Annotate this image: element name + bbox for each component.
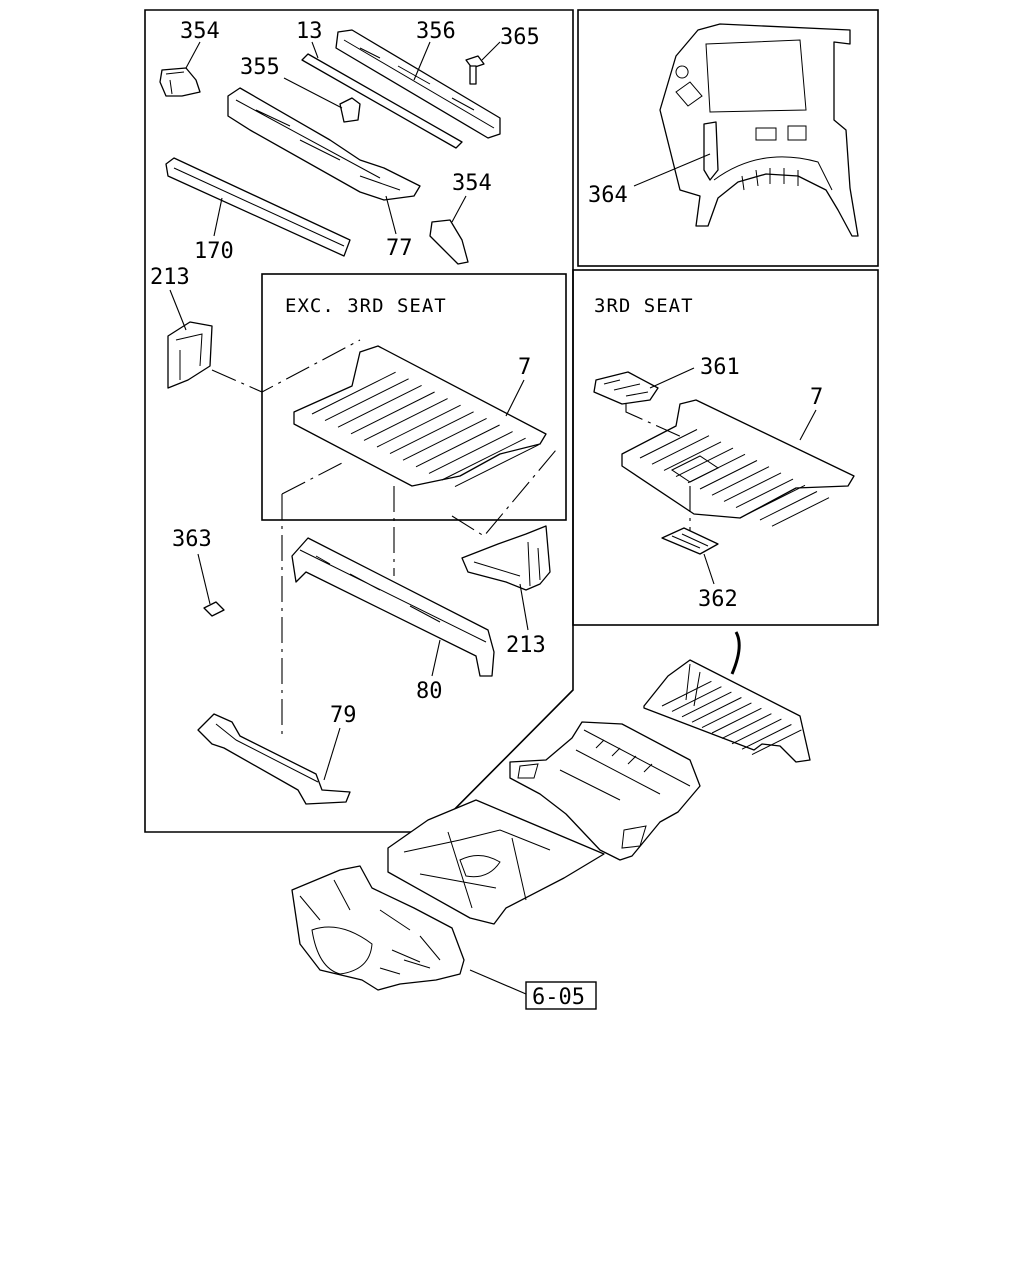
part-365-bolt [465,55,485,85]
callout-354-b: 354 [452,171,492,196]
callout-361: 361 [700,355,740,380]
floor-rib [454,444,539,488]
callout-355: 355 [240,55,280,80]
callout-80: 80 [416,679,443,704]
floor-rib [735,478,794,509]
section-title-3rd-seat: 3RD SEAT [594,295,694,317]
callout-79: 79 [330,703,357,728]
floor-rib [415,424,500,468]
floor-rib [681,691,732,718]
floor-rib [441,437,526,481]
assembly-line-1 [211,339,361,393]
part-79-crossmember [197,713,351,805]
third-seat-frame [572,269,879,626]
callout-362: 362 [698,587,738,612]
part-7-floor-panel [293,345,547,488]
floor-rib [311,371,396,415]
part-213-bracket-right [461,525,551,591]
part-354-bracket-left [159,67,201,97]
part-77-member [227,87,421,201]
callout-77: 77 [386,236,413,261]
part-13-rail [301,53,463,149]
floor-rib [663,441,722,471]
part-355-block [339,97,361,123]
floor-rib [771,497,830,527]
floor-rib [747,484,806,515]
part-170-rail [165,157,351,257]
main-frame [144,9,574,833]
floor-rib [671,686,722,712]
callout-363: 363 [172,527,212,552]
part-363-clip [203,601,225,617]
callout-7-b: 7 [810,385,823,410]
floor-rib [428,431,513,474]
part-364-quarter-panel [659,23,859,237]
floor-rib [711,466,770,496]
quarter-panel-frame [577,9,879,267]
part-361-plate [593,371,659,405]
callout-213-b: 213 [506,633,546,658]
callout-354-a: 354 [180,19,220,44]
floor-rib [721,713,772,739]
floor-rib [651,435,710,465]
floor-rib [699,460,758,490]
floor-rib [363,398,448,441]
callout-170: 170 [194,239,234,264]
floor-rib [350,391,435,435]
assembly-line-5 [451,449,557,537]
callout-356: 356 [416,19,456,44]
callout-365: 365 [500,25,540,50]
floor-rib [691,697,742,723]
body-overview-assembly [291,631,811,991]
assembly-line-2 [281,461,345,495]
callout-13: 13 [296,19,323,44]
part-354-bracket-right [429,219,469,265]
floor-rib [711,707,762,734]
floor-rib [639,429,698,459]
callout-7-a: 7 [518,355,531,380]
floor-rib [723,472,782,502]
floor-rib [402,417,487,461]
floor-rib [701,702,752,729]
reference-label: 6-05 [532,985,585,1010]
floor-rib [731,718,782,745]
section-title-exc-3rd-seat: EXC. 3RD SEAT [285,295,447,317]
floor-rib [687,453,746,484]
floor-rib [376,404,461,448]
part-80-crossmember [291,537,495,677]
callout-364: 364 [588,183,628,208]
reference-box [525,981,597,1010]
callout-213-a: 213 [150,265,190,290]
floor-rib [675,447,734,478]
floor-rib [751,729,802,756]
exc-third-seat-frame [261,273,567,521]
floor-rib [324,378,409,422]
floor-rib [759,491,818,521]
part-356-crossmember [335,29,501,139]
floor-rib [337,384,422,428]
floor-rib [741,724,792,750]
part-7-floor-panel-3rd-seat [621,399,855,527]
part-213-bracket-left [167,321,213,389]
floor-rib [389,411,474,455]
part-362-plate [661,527,719,555]
